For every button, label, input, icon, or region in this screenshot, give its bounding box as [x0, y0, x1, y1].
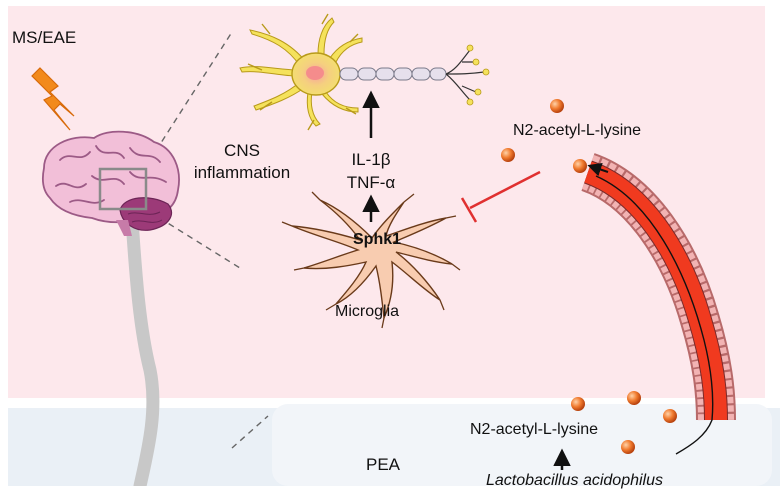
microglia-icon [281, 191, 461, 329]
neuron-icon [239, 13, 490, 131]
particle [663, 409, 677, 423]
particle [501, 148, 515, 162]
condition-label: MS/EAE [12, 28, 77, 47]
lightning-icon [31, 67, 75, 131]
particle [627, 391, 641, 405]
sphk1-label: Sphk1 [353, 231, 402, 248]
blood-vessel [580, 153, 736, 455]
cytokines-label: IL-1β TNF-α [331, 148, 411, 194]
microglia-label: Microglia [335, 303, 400, 320]
particle [550, 99, 564, 113]
zoom-line-top [149, 31, 233, 161]
gut-inner-panel [272, 404, 772, 486]
inhibition-arrow [460, 170, 541, 223]
particle [571, 397, 585, 411]
spinal-cord [125, 213, 160, 486]
zoom-line-bottom [149, 211, 241, 269]
particle [621, 440, 635, 454]
arrow-into-brain-vessel [587, 162, 609, 177]
metabolite-label-top: N2-acetyl-L-lysine [513, 122, 642, 139]
brain-zoom-box [98, 167, 148, 211]
metabolite-label-bottom: N2-acetyl-L-lysine [470, 421, 599, 438]
cytokine-tnfa: TNF-α [346, 173, 396, 192]
cns-inflammation-line2: inflammation [193, 163, 291, 182]
pea-label: PEA [366, 455, 401, 474]
cytokine-il1b: IL-1β [351, 150, 391, 169]
particle [573, 159, 587, 173]
cns-inflammation-label: CNS inflammation [186, 140, 298, 184]
zoom-line-gut [231, 415, 269, 449]
metabolite-particles [501, 99, 677, 454]
bacterium-label: Lactobacillus acidophilus [486, 472, 663, 489]
cns-inflammation-line1: CNS [224, 141, 260, 160]
